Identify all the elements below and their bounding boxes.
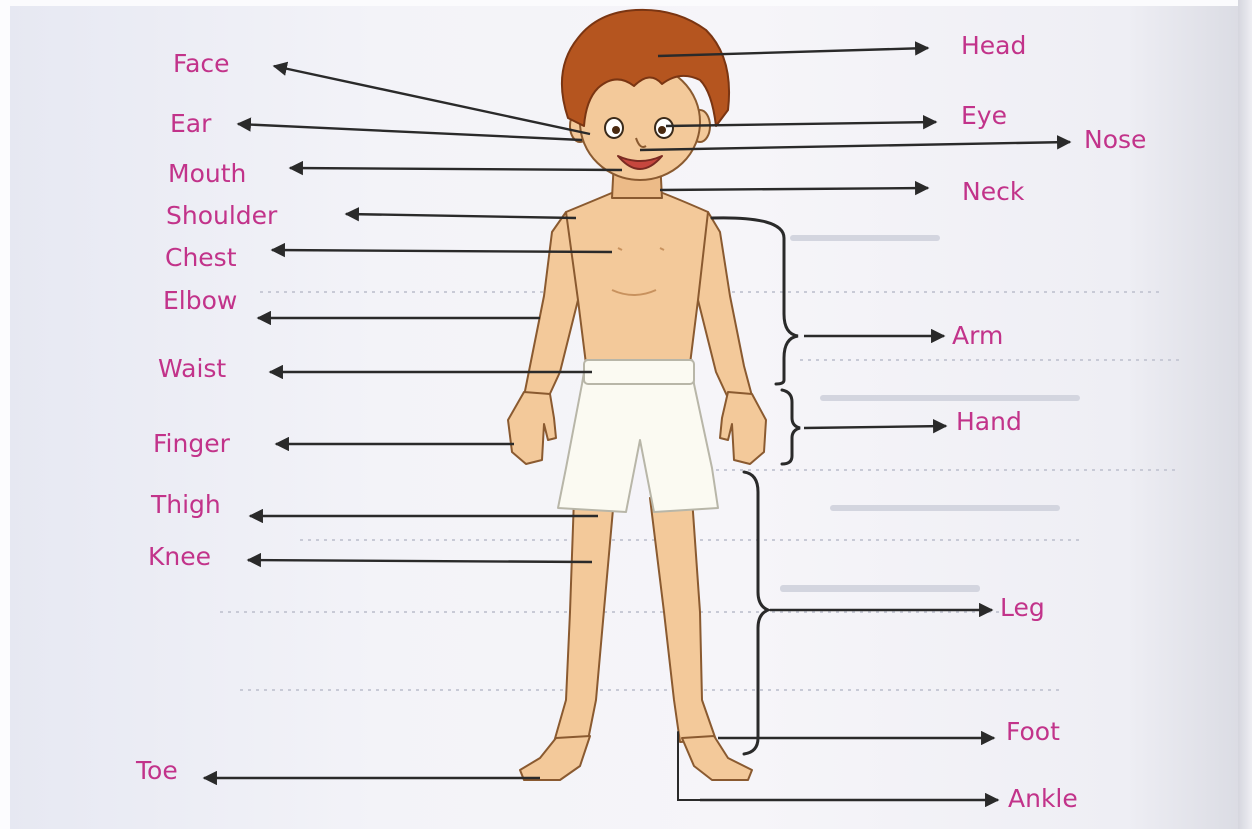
right-leg-shape (650, 498, 716, 742)
label-leg: Leg (1000, 594, 1045, 622)
hand-bracket (782, 390, 800, 464)
right-foot-shape (682, 736, 752, 780)
arrow-ear (238, 124, 582, 140)
left-pupil-shape (612, 126, 620, 134)
arrow-hand (804, 426, 946, 428)
right-pupil-shape (658, 126, 666, 134)
leg-bracket (744, 472, 768, 754)
arrow-shoulder (346, 214, 576, 218)
label-eye: Eye (961, 102, 1007, 130)
label-elbow: Elbow (163, 287, 237, 315)
arrow-knee (248, 560, 592, 562)
label-face: Face (173, 50, 230, 78)
right-hand-shape (720, 392, 766, 464)
label-knee: Knee (148, 543, 211, 571)
arrow-face (274, 66, 590, 134)
label-shoulder: Shoulder (166, 202, 277, 230)
label-chest: Chest (165, 244, 237, 272)
label-ear: Ear (170, 110, 211, 138)
waistband-shape (584, 360, 694, 384)
arrow-mouth (290, 168, 622, 170)
label-ankle: Ankle (1008, 785, 1078, 813)
label-head: Head (961, 32, 1026, 60)
arrow-neck (660, 188, 928, 190)
arrow-nose (640, 142, 1070, 150)
label-waist: Waist (158, 355, 226, 383)
label-thigh: Thigh (151, 491, 221, 519)
label-mouth: Mouth (168, 160, 246, 188)
label-toe: Toe (136, 757, 178, 785)
label-arm: Arm (952, 322, 1003, 350)
left-leg-shape (554, 498, 614, 742)
label-neck: Neck (962, 178, 1024, 206)
label-nose: Nose (1084, 126, 1146, 154)
left-foot-shape (520, 736, 590, 780)
torso-shape (566, 192, 708, 364)
label-hand: Hand (956, 408, 1022, 436)
label-finger: Finger (153, 430, 230, 458)
left-hand-shape (508, 392, 556, 464)
label-foot: Foot (1006, 718, 1060, 746)
